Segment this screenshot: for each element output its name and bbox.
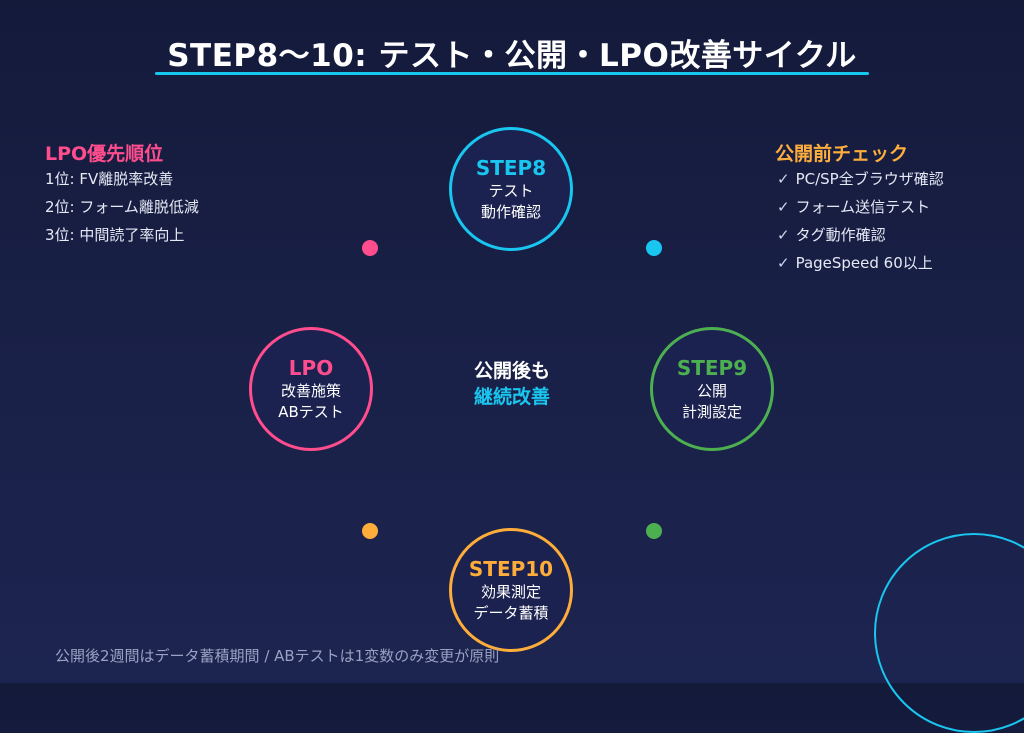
list-item: ✓ PageSpeed 60以上 [777, 249, 944, 277]
cycle-connector-dot-orange [362, 523, 378, 539]
node-label: 効果測定 [480, 583, 541, 601]
cycle-node-step9: STEP9 公開 計測設定 [650, 327, 774, 451]
cycle-connector-dot-cyan [646, 240, 662, 256]
footer-note: 公開後2週間はデータ蓄積期間 / ABテストは1変数のみ変更が原則 [55, 647, 500, 665]
node-label: テスト [488, 182, 534, 200]
check-icon: ✓ [777, 170, 790, 188]
node-label: 計測設定 [681, 403, 742, 421]
node-label: 動作確認 [480, 203, 541, 221]
node-heading: STEP9 [676, 356, 748, 380]
node-label: データ蓄積 [473, 604, 549, 622]
lpo-priority-title: LPO優先順位 [45, 143, 164, 165]
node-label: 改善施策 [280, 382, 341, 400]
check-item-label: フォーム送信テスト [795, 198, 931, 216]
check-item-label: タグ動作確認 [795, 226, 886, 244]
list-item: ✓ PC/SP全ブラウザ確認 [777, 165, 944, 193]
cycle-node-step8: STEP8 テスト 動作確認 [449, 127, 573, 251]
prelaunch-check-title: 公開前チェック [775, 143, 909, 165]
cycle-node-step10: STEP10 効果測定 データ蓄積 [449, 528, 573, 652]
list-item: 2位: フォーム離脱低減 [45, 198, 199, 216]
lpo-priority-list: 1位: FV離脱率改善 2位: フォーム離脱低減 3位: 中間読了率向上 [45, 165, 199, 249]
node-label: 公開 [696, 382, 727, 400]
node-label: ABテスト [278, 403, 344, 421]
check-icon: ✓ [777, 226, 790, 244]
node-heading: STEP8 [475, 156, 547, 180]
cycle-connector-dot-green [646, 523, 662, 539]
check-item-label: PC/SP全ブラウザ確認 [795, 170, 944, 188]
list-item: ✓ タグ動作確認 [777, 221, 944, 249]
list-item: ✓ フォーム送信テスト [777, 193, 944, 221]
node-heading: STEP10 [468, 557, 554, 581]
page-title: STEP8〜10: テスト・公開・LPO改善サイクル [167, 38, 857, 74]
title-underline [155, 72, 869, 75]
check-item-label: PageSpeed 60以上 [795, 254, 933, 272]
center-label-line2: 継続改善 [473, 386, 550, 408]
decorative-ring [874, 533, 1024, 733]
cycle-center-label: 公開後も 継続改善 [412, 358, 612, 410]
node-heading: LPO [288, 356, 334, 380]
list-item: 3位: 中間読了率向上 [45, 226, 185, 244]
check-icon: ✓ [777, 198, 790, 216]
cycle-connector-dot-pink [362, 240, 378, 256]
cycle-node-lpo: LPO 改善施策 ABテスト [249, 327, 373, 451]
prelaunch-check-list: ✓ PC/SP全ブラウザ確認 ✓ フォーム送信テスト ✓ タグ動作確認 ✓ PageSp… [777, 165, 944, 277]
check-icon: ✓ [777, 254, 790, 272]
list-item: 1位: FV離脱率改善 [45, 170, 174, 188]
center-label-line1: 公開後も [473, 360, 550, 382]
